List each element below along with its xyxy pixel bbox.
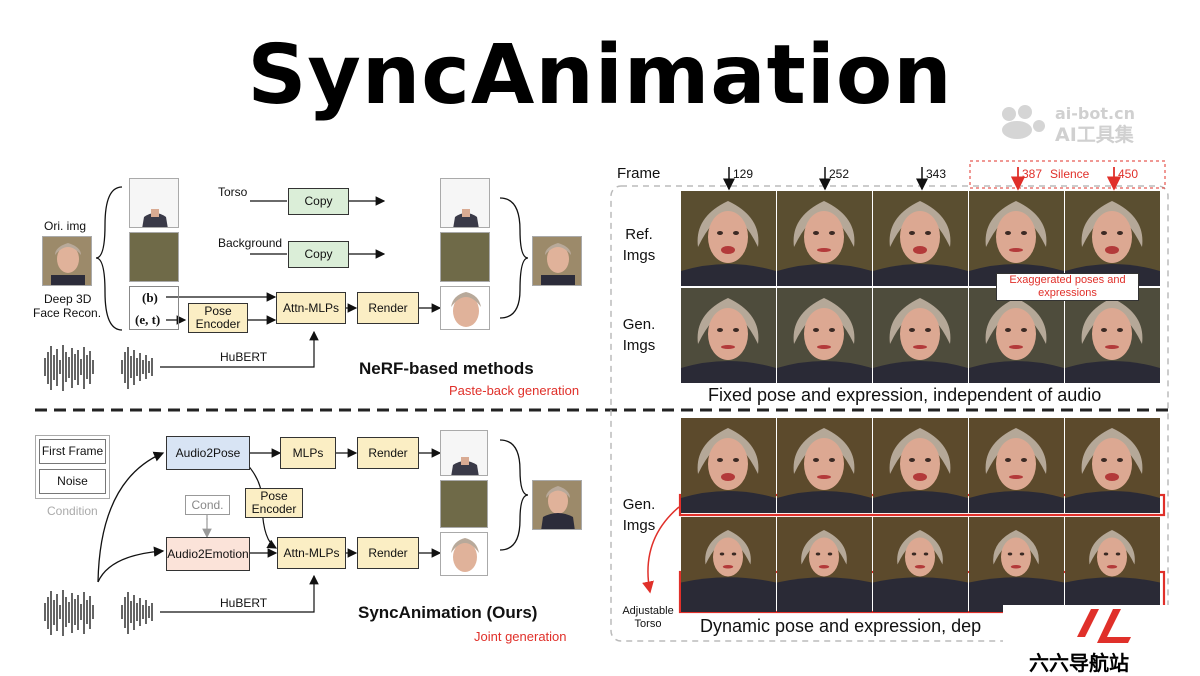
dynamic-pose-caption: Dynamic pose and expression, dep — [700, 616, 982, 636]
copy-torso-box: Copy — [288, 188, 349, 215]
attn-mlps-box: Attn-MLPs — [277, 537, 346, 569]
audio-waveform-bottom — [44, 590, 153, 636]
paw-logo-icon — [1002, 105, 1045, 139]
copied-background-image — [440, 232, 490, 282]
generated-torso-image — [440, 430, 488, 476]
hubert-label: HuBERT — [220, 350, 268, 364]
dynamic-gen-frame-small — [873, 517, 968, 612]
torso-icon — [142, 209, 168, 227]
frame-number: 450 — [1118, 167, 1139, 181]
face-icon — [451, 538, 479, 572]
dynamic-gen-frame — [873, 418, 968, 513]
b-param: (b) — [142, 290, 158, 305]
nerf-methods-title: NeRF-based methods — [359, 359, 534, 378]
torso-icon — [453, 209, 479, 227]
composited-output-image — [532, 236, 582, 286]
torso-icon — [451, 457, 479, 475]
gen-frame — [1065, 288, 1160, 383]
fixed-pose-caption: Fixed pose and expression, independent o… — [708, 385, 1102, 405]
first-frame-box: First Frame — [39, 439, 106, 464]
frame-number: 343 — [926, 167, 947, 181]
gen-frame — [681, 288, 776, 383]
face-icon — [43, 237, 91, 285]
exaggerated-note: Exaggerated poses and expressions — [996, 273, 1139, 301]
torso-image — [129, 178, 179, 228]
generated-face-image — [440, 532, 488, 576]
condition-group — [35, 435, 110, 499]
brand-badge: 六六导航站 — [1003, 605, 1200, 675]
dynamic-gen-frame-small — [1065, 517, 1160, 612]
et-param: (e, t) — [135, 312, 161, 327]
copied-torso-image — [440, 178, 490, 228]
frame-number: 129 — [733, 167, 754, 181]
render-box-2: Render — [357, 537, 419, 569]
param-box — [129, 286, 179, 330]
mlps-box: MLPs — [280, 437, 336, 469]
deep3d-label: Deep 3D — [44, 292, 92, 306]
watermark: ai-bot.cn AI工具集 — [995, 100, 1165, 146]
audio2pose-box: Audio2Pose — [166, 436, 250, 470]
background-image — [129, 232, 179, 282]
brand-name: 六六导航站 — [1029, 651, 1129, 675]
gen-imgs-label: Gen. Imgs — [622, 316, 656, 354]
hubert-label: HuBERT — [220, 596, 268, 610]
dynamic-gen-frame — [681, 418, 776, 513]
dynamic-gen-frame-small — [681, 517, 776, 612]
face-icon — [451, 292, 481, 327]
ref-imgs-label: Ref. Imgs — [622, 226, 656, 264]
silence-label: Silence — [1050, 167, 1090, 181]
watermark-domain: ai-bot.cn — [1055, 104, 1135, 123]
adjustable-torso-label: Adjustable Torso — [622, 605, 674, 630]
attn-mlps-box: Attn-MLPs — [276, 292, 346, 324]
noise-box: Noise — [39, 469, 106, 494]
brand-logo-icon — [1077, 609, 1131, 643]
cond-box: Cond. — [185, 495, 230, 515]
generated-background-image — [440, 480, 488, 528]
ori-img-label: Ori. img — [44, 219, 86, 233]
syncanimation-title: SyncAnimation (Ours) — [358, 603, 538, 622]
frame-label: Frame — [617, 165, 661, 182]
frame-number: 387 — [1022, 167, 1043, 181]
dynamic-gen-frame-small — [969, 517, 1064, 612]
watermark-name: AI工具集 — [1055, 124, 1134, 146]
dynamic-gen-frame — [969, 418, 1064, 513]
ref-frame — [969, 191, 1064, 286]
gen-frame — [969, 288, 1064, 383]
condition-label: Condition — [47, 504, 98, 518]
page-title: SyncAnimation — [247, 28, 953, 123]
ref-frame — [777, 191, 872, 286]
ref-frame — [873, 191, 968, 286]
face-icon — [533, 237, 581, 285]
dynamic-gen-frame-small — [777, 517, 872, 612]
ref-frame — [1065, 191, 1160, 286]
audio2emotion-box: Audio2Emotion — [166, 537, 250, 571]
joint-output-image — [532, 480, 582, 530]
dynamic-gen-frame — [777, 418, 872, 513]
frame-number: 252 — [829, 167, 850, 181]
joint-generation-subtitle: Joint generation — [474, 629, 567, 644]
audio-waveform-top — [44, 345, 153, 391]
copy-background-box: Copy — [288, 241, 349, 268]
dynamic-gen-frame — [1065, 418, 1160, 513]
gen-imgs-label-bottom: Gen. Imgs — [622, 496, 656, 534]
pose-encoder-box: Pose Encoder — [188, 303, 248, 333]
render-box: Render — [357, 292, 419, 324]
ref-frame — [681, 191, 776, 286]
torso-label: Torso — [218, 185, 248, 199]
gen-frame — [873, 288, 968, 383]
background-label: Background — [218, 236, 283, 250]
face-recon-label: Face Recon. — [33, 306, 102, 320]
gen-frame — [777, 288, 872, 383]
paste-back-subtitle: Paste-back generation — [449, 383, 580, 398]
pose-encoder-box: Pose Encoder — [245, 488, 303, 518]
rendered-face-image — [440, 286, 490, 330]
original-image — [42, 236, 92, 286]
render-box-1: Render — [357, 437, 419, 469]
face-icon — [533, 481, 581, 529]
